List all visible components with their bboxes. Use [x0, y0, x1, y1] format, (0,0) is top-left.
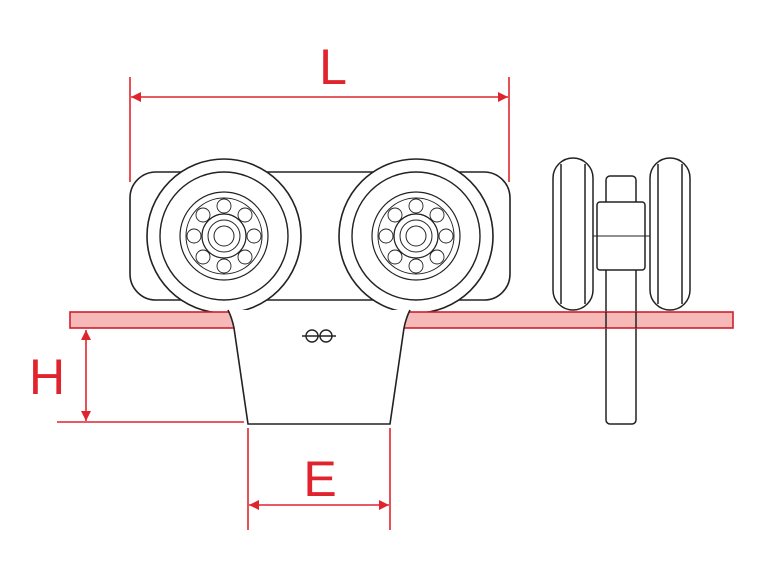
- left-bearing-balls: [186, 198, 262, 274]
- dimension-l: [129, 77, 510, 182]
- right-bearing-balls: [378, 198, 454, 274]
- side-view: [552, 157, 691, 425]
- screw-icon: [302, 329, 336, 343]
- right-wheel: [338, 158, 494, 314]
- bottom-bracket: [227, 309, 411, 425]
- side-left-wheel: [552, 157, 594, 311]
- dimension-l-label: L: [319, 39, 347, 95]
- left-wheel: [146, 158, 302, 314]
- dimension-h: [57, 330, 244, 423]
- dimension-e: [247, 428, 391, 530]
- dimension-h-label: H: [29, 349, 65, 405]
- dimension-e-label: E: [303, 451, 336, 507]
- side-right-wheel: [649, 157, 691, 311]
